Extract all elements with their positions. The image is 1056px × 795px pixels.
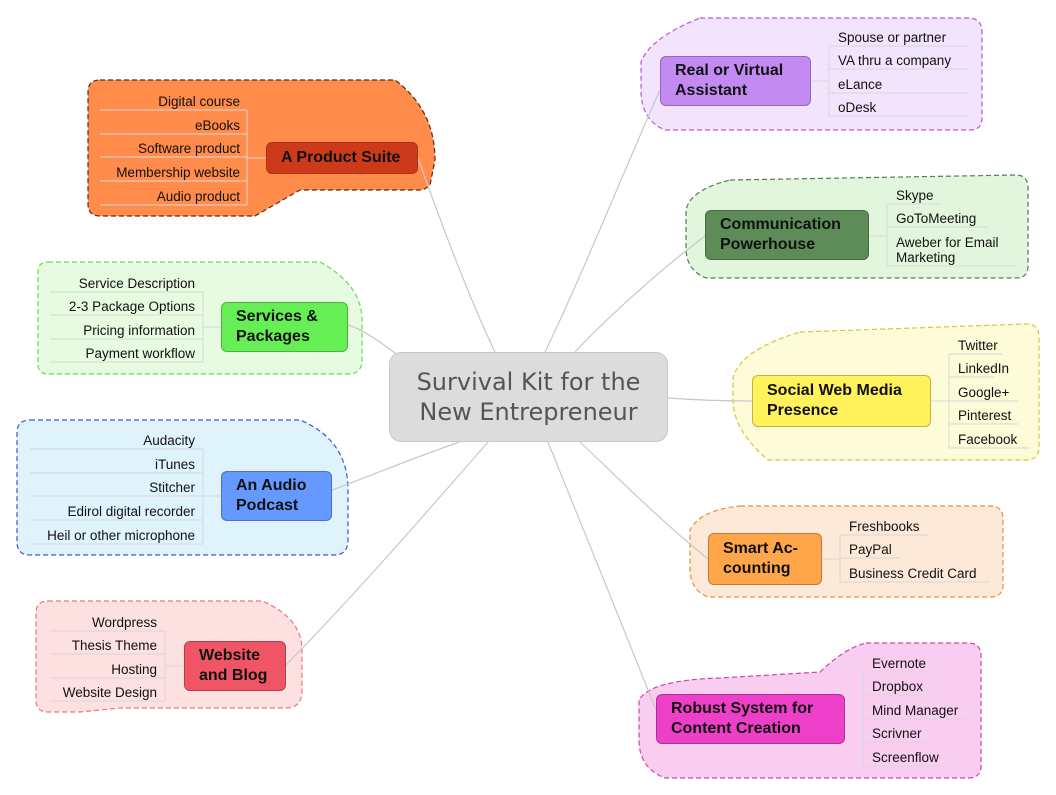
node-website-label: Website and Blog [199, 647, 268, 684]
sub-line [50, 630, 184, 702]
content-item[interactable]: Screenflow [872, 750, 939, 765]
services-item[interactable]: Service Description [78, 276, 195, 291]
communication-item[interactable]: Aweber for Email Marketing [896, 235, 999, 265]
assistant-item[interactable]: Spouse or partner [838, 30, 947, 45]
connector-website [285, 441, 489, 666]
sub-line [845, 671, 968, 767]
accounting-item[interactable]: Freshbooks [849, 519, 920, 534]
connector-assistant [544, 89, 661, 353]
node-social[interactable]: Social Web Media Presence [752, 375, 931, 427]
sub-line [30, 448, 221, 545]
accounting-item[interactable]: Business Credit Card [849, 566, 977, 581]
content-item[interactable]: Evernote [872, 656, 927, 671]
connector-product [417, 157, 496, 353]
services-item[interactable]: 2-3 Package Options [68, 299, 195, 314]
product-item[interactable]: Software product [137, 141, 240, 156]
product-item[interactable]: Audio product [156, 189, 240, 204]
website-item[interactable]: Website Design [62, 685, 157, 700]
node-content[interactable]: Robust System for Content Creation [656, 694, 845, 744]
podcast-item[interactable]: Audacity [143, 433, 195, 448]
node-services[interactable]: Services & Packages [221, 302, 348, 352]
product-item[interactable]: Digital course [158, 94, 240, 109]
social-item[interactable]: Twitter [958, 338, 998, 353]
connector-content [547, 441, 657, 711]
website-item[interactable]: Thesis Theme [71, 638, 157, 653]
sub-line [100, 109, 266, 206]
social-item[interactable]: LinkedIn [958, 361, 1010, 376]
social-item[interactable]: Pinterest [958, 408, 1012, 423]
sub-line [869, 203, 1016, 267]
services-item[interactable]: Pricing information [83, 323, 195, 338]
communication-item[interactable]: GoToMeeting [896, 211, 977, 226]
assistant-item[interactable]: VA thru a company [838, 53, 952, 68]
area-podcast [16, 419, 349, 556]
content-item[interactable]: Mind Manager [872, 703, 959, 718]
node-communication-label: Communication Powerhouse [720, 216, 841, 253]
services-item[interactable]: Payment workflow [85, 346, 195, 361]
main-connectors [285, 89, 753, 711]
central-topic-title: Survival Kit for the New Entrepreneur [416, 368, 641, 426]
sub-item-connectors [30, 45, 1030, 767]
node-podcast[interactable]: An Audio Podcast [221, 471, 332, 521]
node-podcast-label: An Audio Podcast [236, 477, 307, 514]
node-assistant-label: Real or Virtual Assistant [675, 62, 784, 99]
node-accounting-label: Smart Ac- counting [723, 540, 798, 577]
node-website[interactable]: Website and Blog [184, 641, 286, 691]
node-assistant[interactable]: Real or Virtual Assistant [660, 56, 811, 106]
sub-line [50, 291, 221, 363]
website-item[interactable]: Hosting [111, 662, 157, 677]
podcast-item[interactable]: Heil or other microphone [47, 528, 195, 543]
node-product-label: A Product Suite [281, 149, 401, 166]
website-item[interactable]: Wordpress [91, 615, 157, 630]
connector-social [667, 397, 753, 402]
product-item[interactable]: eBooks [194, 118, 240, 133]
sub-line [931, 353, 1030, 449]
connector-podcast [331, 441, 461, 491]
accounting-item[interactable]: PayPal [849, 542, 892, 557]
communication-item[interactable]: Skype [896, 188, 934, 203]
node-accounting[interactable]: Smart Ac- counting [708, 533, 822, 585]
content-item[interactable]: Dropbox [872, 679, 924, 694]
node-product[interactable]: A Product Suite [266, 142, 418, 174]
node-services-label: Services & Packages [236, 308, 318, 345]
podcast-item[interactable]: iTunes [154, 457, 195, 472]
social-item[interactable]: Google+ [958, 385, 1010, 400]
node-communication[interactable]: Communication Powerhouse [705, 210, 869, 260]
connector-accounting [579, 441, 709, 560]
social-item[interactable]: Facebook [958, 432, 1018, 447]
connector-communication [574, 235, 706, 353]
content-item[interactable]: Scrivner [872, 726, 922, 741]
node-content-label: Robust System for Content Creation [671, 700, 814, 737]
podcast-item[interactable]: Edirol digital recorder [67, 504, 195, 519]
assistant-item[interactable]: eLance [838, 77, 883, 92]
product-item[interactable]: Membership website [116, 165, 240, 180]
assistant-item[interactable]: oDesk [838, 100, 877, 115]
sub-line [822, 534, 990, 583]
node-social-label: Social Web Media Presence [767, 382, 902, 419]
area-product [87, 79, 436, 217]
central-topic[interactable]: Survival Kit for the New Entrepreneur [389, 352, 668, 442]
sub-line [811, 45, 968, 117]
podcast-item[interactable]: Stitcher [149, 480, 195, 495]
